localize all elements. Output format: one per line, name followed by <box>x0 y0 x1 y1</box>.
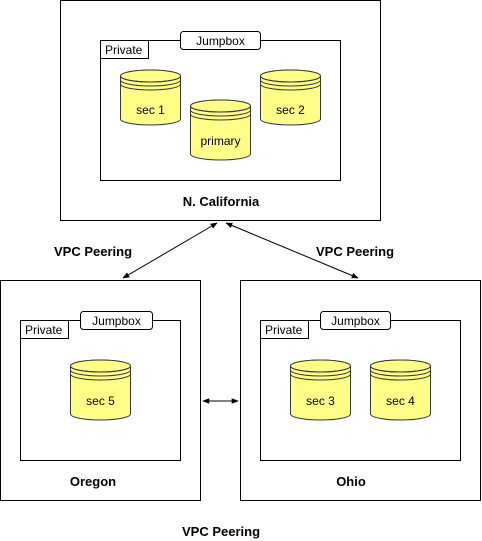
private-label-ohio: Private <box>265 323 303 337</box>
private-tag-oregon <box>20 320 69 339</box>
peering-arrow-n-california-oregon[interactable] <box>122 222 218 279</box>
jumpbox-ohio[interactable] <box>320 311 391 330</box>
database-label: sec 3 <box>306 394 335 408</box>
database-sec-4[interactable]: sec 4 <box>370 359 431 421</box>
jumpbox-label-ohio: Jumpbox <box>331 314 380 328</box>
region-n-california[interactable]: Private Jumpbox sec 1 primary sec 2 N. C… <box>60 0 381 221</box>
region-name-ohio: Ohio <box>336 474 366 489</box>
database-sec-5[interactable]: sec 5 <box>70 359 131 421</box>
private-tag-ohio <box>260 320 309 339</box>
region-oregon[interactable]: Private Jumpbox sec 5 Oregon <box>0 280 201 501</box>
database-label: sec 5 <box>86 394 115 408</box>
database-label: sec 1 <box>136 103 165 117</box>
database-sec-3[interactable]: sec 3 <box>290 359 351 421</box>
jumpbox-label-n-california: Jumpbox <box>196 34 245 48</box>
peering-arrow-n-california-ohio[interactable] <box>225 222 359 279</box>
private-label-n-california: Private <box>105 43 143 57</box>
jumpbox-oregon[interactable] <box>80 311 153 330</box>
region-name-n-california: N. California <box>183 194 260 209</box>
database-sec-1[interactable]: sec 1 <box>120 69 181 126</box>
database-primary[interactable]: primary <box>190 99 251 161</box>
peering-label-n-california-ohio: VPC Peering <box>316 244 394 259</box>
database-label: sec 4 <box>386 394 415 408</box>
region-ohio[interactable]: Private Jumpbox sec 3 sec 4 Ohio <box>240 280 481 501</box>
region-name-oregon: Oregon <box>70 474 116 489</box>
private-label-oregon: Private <box>25 323 63 337</box>
database-label: sec 2 <box>276 103 305 117</box>
peering-label-n-california-oregon: VPC Peering <box>54 244 132 259</box>
database-sec-2[interactable]: sec 2 <box>260 69 321 126</box>
jumpbox-label-oregon: Jumpbox <box>92 314 141 328</box>
private-tag-n-california <box>100 40 149 59</box>
database-label: primary <box>200 134 240 148</box>
peering-label-oregon-ohio: VPC Peering <box>182 524 260 539</box>
jumpbox-n-california[interactable] <box>180 31 261 50</box>
